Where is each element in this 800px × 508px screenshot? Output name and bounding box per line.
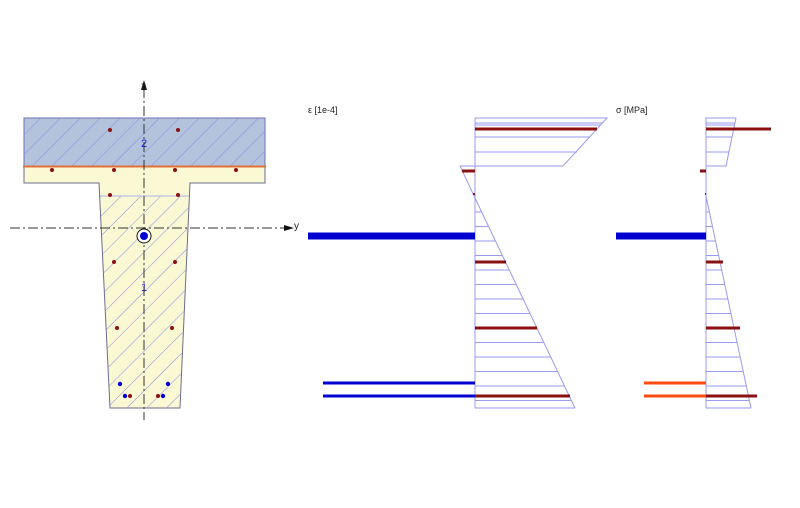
tendon-dot [117,381,123,387]
tendon-dot [122,393,128,399]
rebar-dot [176,128,180,132]
rebar-dot [112,260,116,264]
strain-diagram[interactable] [308,117,609,409]
rebar-dot [173,168,177,172]
z-axis-label: z [141,81,146,92]
web-distribution-top [459,165,476,199]
rebar-dot [173,260,177,264]
axes: z y [10,80,299,420]
stress-diagram[interactable] [616,117,771,409]
rebar-dot [156,394,160,398]
rebar-dot [234,168,238,172]
rebar-dot [115,326,119,330]
rebar-dot [108,128,112,132]
rebar-dot [50,168,54,172]
web-distribution-edge [705,195,752,409]
y-axis-arrow-icon [284,225,294,231]
tendon-dot [165,381,171,387]
rebar-dot [128,394,132,398]
rebar-dot [176,193,180,197]
rebar-dot [112,168,116,172]
tendon-dot [160,393,166,399]
web-distribution-edge [474,197,576,409]
centroid-dot [140,232,148,240]
rebar-dot [170,326,174,330]
z-axis-arrow-icon [141,80,147,90]
strain-diagram-title: ε [1e-4] [308,105,338,115]
rebar-dot [108,193,112,197]
y-axis-label: y [294,221,299,232]
stress-diagram-title: σ [MPa] [616,105,648,115]
rebar-group [50,128,238,399]
